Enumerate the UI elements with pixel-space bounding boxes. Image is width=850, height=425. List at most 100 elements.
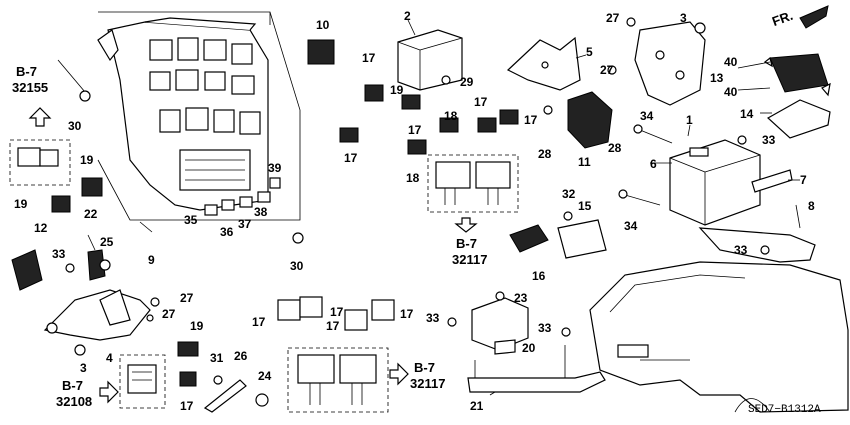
bolt-30-lower: [292, 232, 304, 244]
callout-34: 34: [624, 219, 638, 233]
arrow-right-icon: [99, 380, 119, 404]
callout-22: 22: [84, 207, 98, 221]
callout-27: 27: [606, 11, 620, 25]
ref-group-label: B-7: [456, 236, 477, 251]
callout-17: 17: [408, 123, 422, 137]
callout-17: 17: [180, 399, 194, 413]
callout-10: 10: [316, 18, 330, 32]
bolt-27-left: [146, 297, 160, 322]
ref-group-label: B-7: [62, 378, 83, 393]
callout-2: 2: [404, 9, 411, 23]
bolt-30-upper: [57, 59, 91, 102]
relay-19-left: [51, 177, 103, 213]
bulb-24: [255, 393, 269, 407]
arrow-up-icon: [28, 107, 52, 127]
vehicle-silhouette: [589, 261, 849, 413]
ref-number-label: 32155: [12, 80, 48, 95]
diagram-code: SED7−B1312A: [748, 404, 821, 416]
arrow-right-icon: [389, 362, 409, 386]
callout-5: 5: [586, 45, 593, 59]
callout-34: 34: [640, 109, 654, 123]
bracket-26: [203, 379, 247, 413]
callout-29: 29: [460, 75, 474, 89]
callout-18: 18: [444, 109, 458, 123]
module-10: [307, 39, 335, 65]
ref-b7-32155[interactable]: B-7 32155: [12, 64, 52, 127]
ecu-6: [669, 139, 761, 226]
bracket-5: [506, 36, 581, 115]
callout-19: 19: [190, 319, 204, 333]
callout-17: 17: [344, 151, 358, 165]
bolt-34-upper: [633, 124, 673, 144]
callout-3: 3: [680, 11, 687, 25]
callout-labels: 10 2 17 29 19 18 17 17 17 17 18 5 28 11 …: [14, 9, 815, 413]
module-2: [397, 29, 463, 91]
callout-6: 6: [650, 157, 657, 171]
callout-33: 33: [734, 243, 748, 257]
callout-23: 23: [514, 291, 528, 305]
callout-27: 27: [162, 307, 176, 321]
bracket-21: [467, 345, 606, 393]
fuse-35: [204, 204, 218, 216]
front-direction-arrow: [799, 5, 829, 29]
bracket-1: [626, 17, 706, 106]
callout-20: 20: [522, 341, 536, 355]
ref-b7-32108[interactable]: B-7 32108: [56, 378, 119, 409]
relays-upper-middle: [339, 84, 519, 155]
callout-27: 27: [180, 291, 194, 305]
callout-15: 15: [578, 199, 592, 213]
relays-lower-left: [177, 341, 223, 387]
callout-40: 40: [724, 55, 738, 69]
callout-21: 21: [470, 399, 484, 413]
callout-9: 9: [148, 253, 155, 267]
fuse-38: [257, 191, 271, 203]
fuse-box-assembly: [97, 11, 301, 221]
callout-18: 18: [406, 171, 420, 185]
callout-25: 25: [100, 235, 114, 249]
callout-24: 24: [258, 369, 272, 383]
callout-17: 17: [524, 113, 538, 127]
callout-39: 39: [268, 161, 282, 175]
fuse-37: [239, 196, 253, 208]
callout-17: 17: [326, 319, 340, 333]
fuse-39: [269, 177, 281, 189]
bracket-4: [43, 289, 151, 356]
callout-38: 38: [254, 205, 268, 219]
callout-33: 33: [52, 247, 66, 261]
callout-28: 28: [538, 147, 552, 161]
callout-19: 19: [390, 83, 404, 97]
callout-30: 30: [68, 119, 82, 133]
callout-32: 32: [562, 187, 576, 201]
ref-b7-32117-b[interactable]: B-7 32117: [389, 360, 445, 391]
ref-group-label: B-7: [414, 360, 435, 375]
callout-31: 31: [210, 351, 224, 365]
callout-17: 17: [252, 315, 266, 329]
module-15: [557, 219, 607, 259]
relay-row-middle: [277, 296, 395, 331]
bolt-32: [563, 211, 573, 221]
callout-3: 3: [80, 361, 87, 375]
callout-17: 17: [362, 51, 376, 65]
callout-33: 33: [538, 321, 552, 335]
connector-box-lower-left: [119, 354, 166, 409]
bolts-33-lower: [447, 317, 571, 337]
callout-12: 12: [34, 221, 48, 235]
bolt-34-lower: [618, 189, 661, 206]
connector-dashed-box: [9, 139, 71, 186]
ref-b7-32117-a[interactable]: B-7 32117: [452, 217, 487, 267]
callout-33: 33: [426, 311, 440, 325]
callout-37: 37: [238, 217, 252, 231]
callout-4: 4: [106, 351, 113, 365]
callout-13: 13: [710, 71, 724, 85]
callout-36: 36: [220, 225, 234, 239]
ref-group-label: B-7: [16, 64, 37, 79]
unit-25: [87, 249, 111, 281]
cover-40: [763, 53, 831, 97]
sensor-16: [509, 224, 549, 253]
callout-19: 19: [80, 153, 94, 167]
callout-1: 1: [686, 113, 693, 127]
callout-28: 28: [608, 141, 622, 155]
callout-40: 40: [724, 85, 738, 99]
connector-box-upper-middle: [427, 154, 519, 213]
callout-35: 35: [184, 213, 198, 227]
